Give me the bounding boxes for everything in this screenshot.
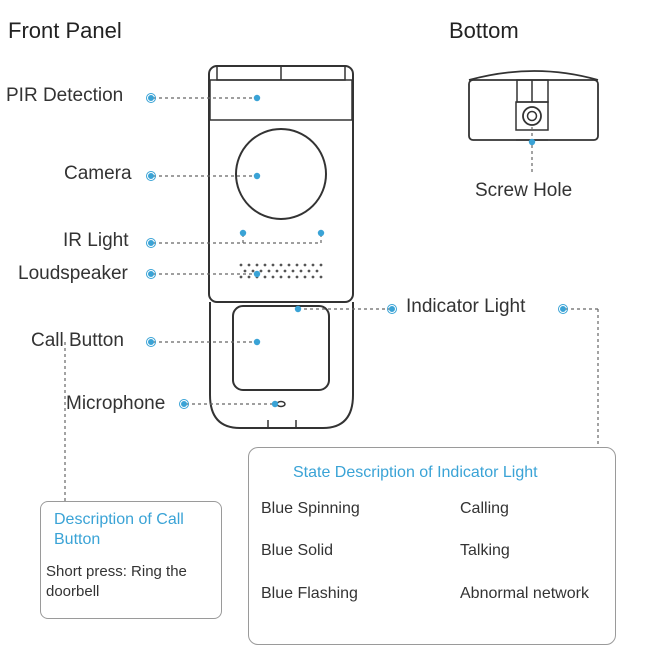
grille-dot <box>275 269 279 273</box>
doorbell-front <box>208 65 354 429</box>
indicator-state-title: State Description of Indicator Light <box>293 464 538 481</box>
call-button-label: Call Button <box>31 330 124 351</box>
grille-dot <box>247 275 251 279</box>
grille-dot <box>287 263 291 267</box>
mic-hole <box>276 400 286 408</box>
grille-dot <box>239 263 243 267</box>
pir-window <box>209 79 353 121</box>
camera-label: Camera <box>64 163 132 184</box>
loudspeaker-label: Loudspeaker <box>18 263 128 284</box>
grille-dot <box>251 269 255 273</box>
grille-dot <box>299 269 303 273</box>
bottom-title: Bottom <box>449 18 519 43</box>
grille-dot <box>283 269 287 273</box>
grille-dot <box>303 263 307 267</box>
grille-dot <box>271 275 275 279</box>
callout-dots <box>239 94 536 408</box>
indicator-state-box: State Description of Indicator Light Blu… <box>248 447 616 645</box>
meaning-calling: Calling <box>460 500 509 517</box>
grille-dot <box>263 263 267 267</box>
speaker-grille <box>239 263 323 279</box>
grille-dot <box>315 269 319 273</box>
indicator-label: Indicator Light <box>406 296 526 317</box>
meaning-talking: Talking <box>460 542 510 559</box>
call-description-text: Short press: Ring the doorbell <box>46 563 187 600</box>
grille-dot <box>263 275 267 279</box>
call-button-shape <box>232 305 330 391</box>
state-solid: Blue Solid <box>261 542 334 559</box>
state-spinning: Blue Spinning <box>261 500 360 517</box>
grille-dot <box>319 275 323 279</box>
grille-dot <box>319 263 323 267</box>
grille-dot <box>291 269 295 273</box>
grille-dot <box>287 275 291 279</box>
doorbell-body <box>208 65 354 303</box>
grille-dot <box>259 269 263 273</box>
grille-dot <box>243 269 247 273</box>
grille-dot <box>279 275 283 279</box>
grille-dot <box>295 275 299 279</box>
screw-hole-label: Screw Hole <box>475 180 573 201</box>
pir-label: PIR Detection <box>6 85 124 106</box>
grille-dot <box>271 263 275 267</box>
grille-dot <box>311 275 315 279</box>
state-flashing: Blue Flashing <box>261 585 358 602</box>
grille-dot <box>239 275 243 279</box>
grille-dot <box>307 269 311 273</box>
bottom-top-curve <box>468 70 599 81</box>
grille-dot <box>311 263 315 267</box>
grille-dot <box>247 263 251 267</box>
microphone-label: Microphone <box>66 393 166 414</box>
grille-dot <box>255 263 259 267</box>
bottom-body <box>468 79 599 141</box>
call-description-box: Description of Call Button Short press: … <box>40 501 222 619</box>
doorbell-bottom <box>468 70 599 141</box>
ir-label: IR Light <box>63 230 129 251</box>
grille-dot <box>295 263 299 267</box>
screw-hole-shape <box>522 106 542 126</box>
doorbell-lower-body <box>209 302 354 429</box>
call-description-title: Description of Call Button <box>54 511 184 548</box>
meaning-abnormal: Abnormal network <box>460 585 589 602</box>
label-markers <box>146 93 568 409</box>
grille-dot <box>279 263 283 267</box>
grille-dot <box>303 275 307 279</box>
grille-dot <box>267 269 271 273</box>
front-panel-title: Front Panel <box>8 18 122 43</box>
camera-lens <box>235 128 327 220</box>
